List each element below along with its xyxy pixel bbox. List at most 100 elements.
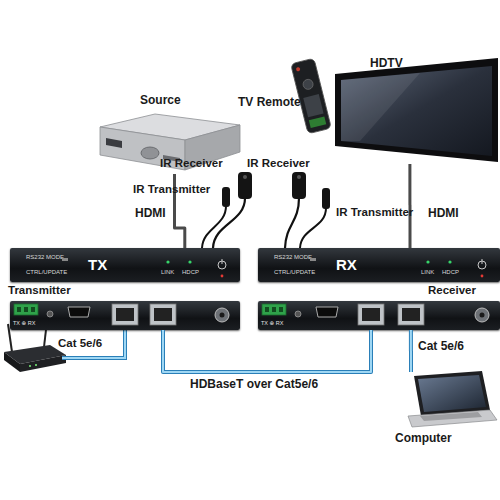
node-label: TV Remote: [238, 96, 301, 110]
terminal-screw: [272, 307, 276, 312]
power-jack: [475, 308, 489, 322]
cable-line: [163, 330, 371, 372]
rj45-socket: [154, 308, 172, 321]
node-label: Transmitter: [8, 284, 71, 297]
cable-label: Cat 5e/6: [418, 340, 464, 354]
power-jack: [220, 313, 225, 318]
ir-eye: [243, 175, 247, 179]
rj45-port: [112, 304, 138, 325]
rj45-socket: [402, 308, 420, 321]
panel-label: CTRL/UPDATE: [26, 269, 67, 276]
tv-screen: [341, 66, 492, 156]
status-led: [188, 260, 191, 263]
terminal-screw: [17, 307, 21, 312]
router-top: [4, 345, 66, 364]
callout-label: Cat 5e/6: [58, 337, 102, 350]
tv-bezel: [335, 58, 498, 162]
callout-label: IR Receiver: [247, 157, 310, 170]
node-label: RX: [336, 256, 357, 273]
tv-remote: TV Remote: [238, 58, 330, 136]
mode-switch: [62, 258, 68, 261]
hdmi-port: [316, 307, 338, 317]
laptop-base: [408, 410, 497, 427]
rj45-socket: [116, 308, 134, 321]
callout-label: IR Receiver: [160, 157, 223, 170]
transmitter-rear-panel: TransmitterTX ⊕ RX: [10, 301, 240, 330]
source-dial: [141, 147, 159, 159]
mode-switch: [310, 258, 316, 261]
node-label: Receiver: [428, 284, 476, 297]
node-label: Source: [140, 94, 181, 108]
ir-cable: [285, 198, 299, 248]
panel-label: HDCP: [442, 269, 459, 276]
receiver-front-panel: RXRS232 MODECTRL/UPDATELINKHDCP: [258, 248, 500, 282]
terminal-screw: [24, 307, 28, 312]
terminal-screw: [31, 307, 35, 312]
panel-label: RS232 MODE: [274, 254, 312, 261]
ir-cable: [202, 206, 226, 248]
transmitter-front-panel: TX RS232 MODE CTRL/UPDATE LINK HDCP: [10, 248, 240, 282]
remote-keypad: [309, 116, 326, 128]
terminal-screw: [265, 307, 269, 312]
source-top: [100, 114, 240, 140]
status-led: [426, 260, 429, 263]
cable-line: [163, 330, 371, 372]
power-jack: [480, 313, 485, 318]
node-label: TX: [88, 256, 107, 273]
router-side: [20, 355, 66, 372]
rj45-port: [150, 304, 176, 325]
ir-eye: [297, 175, 301, 179]
cable-label: HDMI: [428, 207, 459, 221]
rj45-port: [398, 304, 424, 325]
power-symbol: [218, 261, 226, 269]
status-led: [448, 260, 451, 263]
laptop-keyboard: [420, 412, 482, 421]
router-led: [35, 364, 37, 366]
remote-button: [296, 67, 301, 72]
terminal-screw: [279, 307, 283, 312]
callout-label: IR Transmitter: [133, 183, 210, 196]
callout-label: IR Transmitter: [336, 206, 413, 219]
node-label: Computer: [395, 432, 452, 446]
panel-label: TX ⊕ RX: [13, 320, 35, 326]
cable-label: HDMI: [135, 207, 166, 221]
rj45-socket: [362, 308, 380, 321]
panel-label: CTRL/UPDATE: [274, 269, 315, 276]
power-symbol: [222, 259, 223, 264]
panel-label: HDCP: [182, 269, 199, 276]
hdtv-display: HDTV: [330, 56, 500, 164]
ir-receiver-dongle: [238, 172, 252, 199]
cable-label: HDBaseT over Cat5e/6: [190, 378, 318, 392]
terminal-block: [262, 304, 286, 315]
cable-line: [410, 330, 412, 372]
remote-keypad: [303, 94, 323, 117]
power-led: [481, 275, 484, 278]
panel-label: TX ⊕ RX: [261, 320, 283, 326]
receiver-rear-panel: ReceiverTX ⊕ RX: [258, 301, 500, 330]
ir-cable: [213, 198, 245, 248]
cat-cable-connector: [163, 330, 371, 372]
terminal-block: [14, 304, 38, 315]
ir-jack: [47, 311, 53, 317]
cat-cable-connector: [410, 330, 411, 372]
tv-glare: [341, 73, 420, 141]
computer-laptop: Computer: [395, 372, 498, 448]
power-symbol: [478, 261, 486, 269]
cable-line: [409, 330, 413, 372]
source-display: [106, 138, 122, 148]
panel-label: LINK: [161, 269, 174, 276]
router-led: [29, 365, 31, 367]
remote-button: [302, 78, 314, 90]
status-led: [166, 260, 169, 263]
rj45-port: [358, 304, 384, 325]
laptop-screen: [418, 375, 486, 412]
ir-jack: [295, 311, 301, 317]
panel-label: RS232 MODE: [26, 254, 64, 261]
ir-cable: [300, 208, 326, 248]
laptop-lid: [414, 371, 490, 416]
ir-transmitter-dongle: [322, 188, 330, 209]
ir-transmitter-dongle: [222, 187, 230, 207]
